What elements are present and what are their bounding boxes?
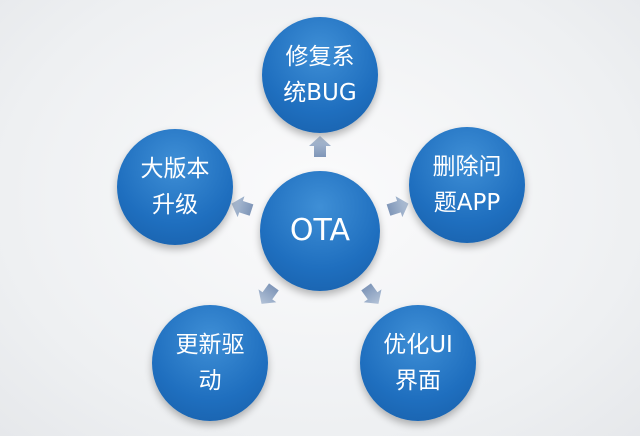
node-major-upgrade: 大版本 升级 [117,129,233,245]
arrow-left-icon [228,193,255,221]
node-label: 优化UI 界面 [383,332,453,394]
center-label: OTA [289,213,351,248]
arrow-right-icon [385,193,412,221]
center-node-ota: OTA [260,171,380,291]
node-label: 删除问 题APP [432,154,502,216]
arrow-bottom-left-icon [252,280,283,311]
node-label: 大版本 升级 [140,156,210,218]
arrow-up-icon [309,136,331,157]
node-optimize-ui: 优化UI 界面 [360,305,476,421]
node-update-driver: 更新驱 动 [152,305,268,421]
node-fix-bug: 修复系 统BUG [262,17,378,133]
arrow-bottom-right-icon [357,280,388,311]
node-remove-app: 删除问 题APP [409,127,525,243]
node-label: 更新驱 动 [175,332,245,394]
node-label: 修复系 统BUG [283,44,357,106]
